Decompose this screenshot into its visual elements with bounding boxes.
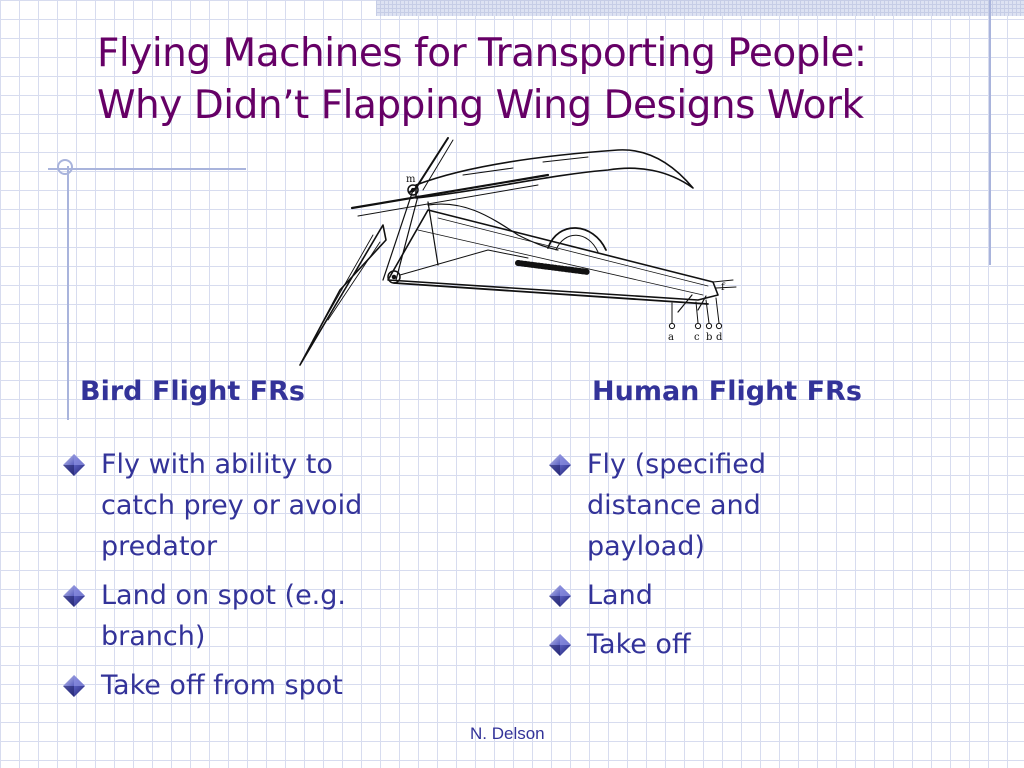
left-decorative-line <box>67 166 69 420</box>
list-item-text: Fly with ability to catch prey or avoid … <box>101 449 363 562</box>
mast-brace <box>422 139 454 191</box>
fuselage-ridge <box>437 217 709 287</box>
lower-frame <box>393 282 709 305</box>
bird-flight-heading: Bird Flight FRs <box>80 376 305 407</box>
lower-wing <box>299 224 387 366</box>
upper-wing <box>415 149 694 199</box>
label-a: a <box>668 332 674 343</box>
list-item: Fly (specified distance and payload) <box>548 444 798 567</box>
label-f: f <box>721 282 726 293</box>
label-b: b <box>706 332 712 343</box>
title-line-1: Flying Machines for Transporting People: <box>97 31 867 76</box>
list-item: Take off from spot <box>62 665 412 706</box>
slide-title: Flying Machines for Transporting People:… <box>97 28 957 132</box>
diamond-bullet-icon <box>548 633 572 657</box>
cable <box>399 249 529 276</box>
list-item-text: Land on spot (e.g. branch) <box>101 580 346 652</box>
wing-spar-lower <box>357 184 539 217</box>
label-c: c <box>694 332 700 343</box>
lever-knob-a <box>668 322 676 330</box>
right-decorative-line <box>989 0 991 265</box>
pivot-joint <box>407 184 419 196</box>
list-item: Land on spot (e.g. branch) <box>62 575 412 657</box>
list-item: Fly with ability to catch prey or avoid … <box>62 444 412 567</box>
cockpit-hoop <box>547 227 607 251</box>
fuselage-inner-line <box>417 229 704 296</box>
diamond-bullet-icon <box>548 453 572 477</box>
label-d: d <box>716 332 723 343</box>
diamond-bullet-icon <box>62 584 86 608</box>
cockpit-hoop-inner <box>555 234 599 253</box>
human-flight-list: Fly (specified distance and payload) Lan… <box>548 444 798 673</box>
rigging-line <box>427 203 559 251</box>
lower-wing-ribs <box>312 234 381 341</box>
hatched-deck <box>515 260 591 275</box>
lever-knob-d <box>715 322 723 330</box>
title-line-2: Why Didn’t Flapping Wing Designs Work <box>97 83 864 128</box>
bird-flight-list: Fly with ability to catch prey or avoid … <box>62 444 412 714</box>
human-flight-heading: Human Flight FRs <box>592 376 862 407</box>
lever-knob-c <box>694 322 702 330</box>
decorative-ring <box>57 159 73 175</box>
control-levers <box>671 297 720 324</box>
flapping-wing-machine-drawing: m f a c b d <box>299 137 737 366</box>
label-m: m <box>406 174 416 185</box>
tail-rudder <box>712 279 737 289</box>
list-item-text: Fly (specified distance and payload) <box>587 449 767 562</box>
footer-author: N. Delson <box>470 724 545 743</box>
top-pattern-bar <box>376 0 1024 16</box>
diamond-bullet-icon <box>548 584 572 608</box>
lever-knob-b <box>705 322 713 330</box>
diamond-bullet-icon <box>62 453 86 477</box>
horizontal-decorative-line <box>48 168 246 170</box>
mast <box>409 137 449 193</box>
lower-pulley-center <box>391 274 397 280</box>
wing-spar <box>350 173 550 210</box>
diamond-bullet-icon <box>62 674 86 698</box>
struts <box>382 189 439 281</box>
fuselage <box>387 209 719 301</box>
list-item-text: Take off <box>587 629 691 660</box>
list-item: Land <box>548 575 798 616</box>
list-item-text: Take off from spot <box>101 670 343 701</box>
list-item: Take off <box>548 624 798 665</box>
upper-wing-ribs <box>462 156 589 176</box>
list-item-text: Land <box>587 580 653 611</box>
